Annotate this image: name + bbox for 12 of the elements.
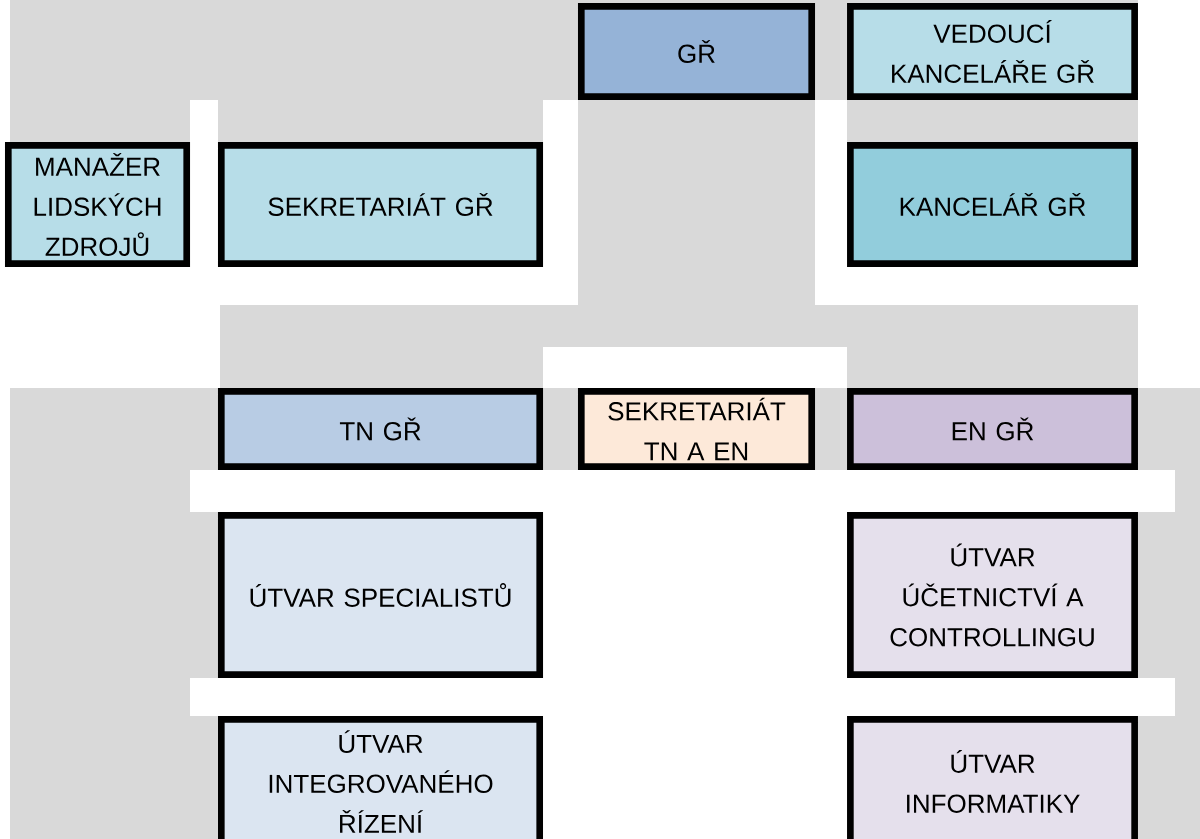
org-box: ÚTVAR SPECIALISTŮ [217,512,544,678]
org-box: KANCELÁŘ GŘ [847,141,1138,268]
org-box: MANAŽER LIDSKÝCH ZDROJŮ [4,141,191,268]
org-box: TN GŘ [217,388,544,470]
org-box: SEKRETARIÁT GŘ [217,141,544,268]
org-box: VEDOUCÍ KANCELÁŘE GŘ [847,2,1138,101]
org-box: EN GŘ [847,388,1138,470]
org-box: ÚTVAR INTEGROVANÉHO ŘÍZENÍ [217,716,544,839]
org-box: ÚTVAR ÚČETNICTVÍ A CONTROLLINGU [847,512,1138,678]
org-box: GŘ [577,2,816,101]
org-box: SEKRETARIÁT TN A EN [577,388,816,470]
org-box: ÚTVAR INFORMATIKY [847,716,1138,839]
